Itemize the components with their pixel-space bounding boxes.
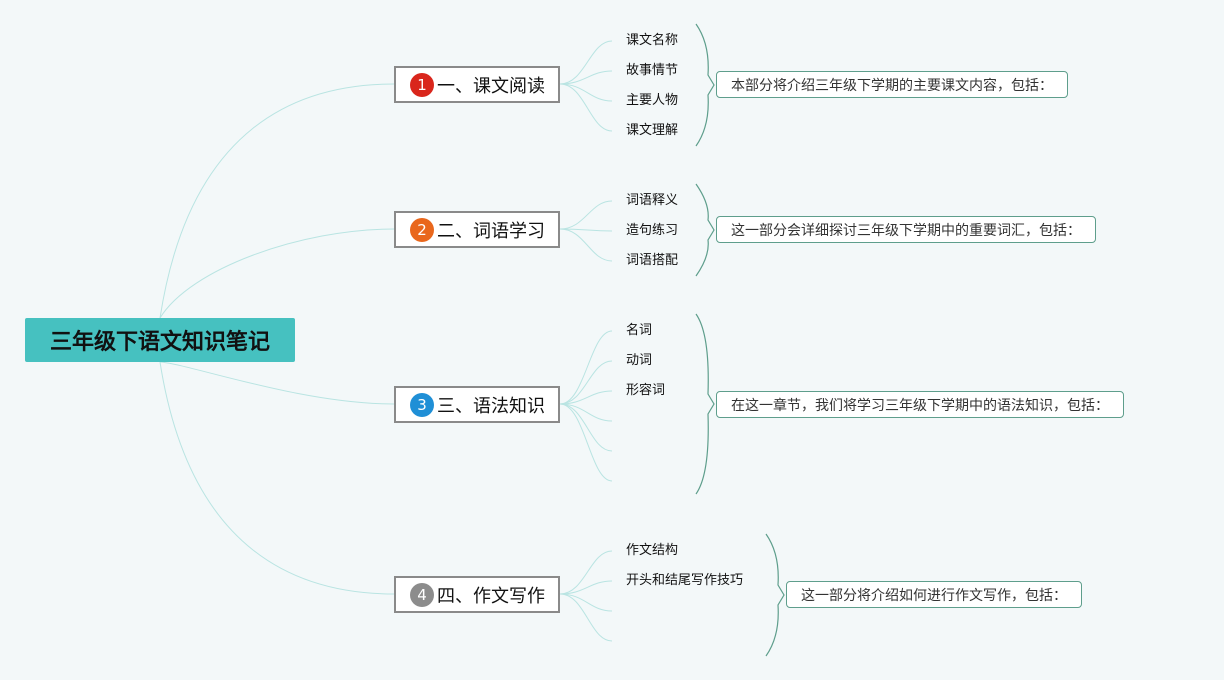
root-connector	[159, 361, 395, 595]
number-badge-3-icon: 3	[410, 392, 434, 417]
leaf-topic[interactable]: 名词	[626, 323, 653, 338]
summary-callout-3[interactable]: 在这一章节，我们将学习三年级下学期中的语法知识，包括：	[716, 391, 1124, 418]
leaf-topic[interactable]: 形容词	[626, 383, 666, 398]
branch-topic-1-label: 一、课文阅读	[437, 75, 545, 97]
leaf-connector	[559, 593, 613, 642]
leaf-connector	[559, 228, 613, 262]
summary-text: 这一部分会详细探讨三年级下学期中的重要词汇，包括：	[731, 222, 1081, 239]
number-badge-4-icon: 4	[410, 582, 434, 607]
root-connector	[159, 83, 395, 319]
leaf-connector	[559, 403, 613, 422]
root-topic-label: 三年级下语文知识笔记	[49, 330, 270, 355]
leaf-topic[interactable]: 开头和结尾写作技巧	[626, 573, 744, 588]
leaf-connector	[559, 593, 613, 612]
summary-brace	[765, 533, 785, 657]
summary-brace	[695, 313, 715, 495]
leaf-connector	[559, 83, 613, 102]
leaf-topic[interactable]: 课文理解	[626, 123, 679, 138]
summary-callout-2[interactable]: 这一部分会详细探讨三年级下学期中的重要词汇，包括：	[716, 216, 1096, 243]
leaf-topic[interactable]: 词语释义	[626, 193, 679, 208]
leaf-connector	[559, 200, 613, 230]
branch-topic-4-label: 四、作文写作	[437, 585, 545, 607]
branch-topic-2-label: 二、词语学习	[437, 220, 545, 242]
root-connector	[159, 228, 395, 319]
leaf-topic[interactable]: 主要人物	[626, 93, 679, 108]
summary-brace	[695, 23, 715, 147]
leaf-connector	[559, 390, 613, 405]
leaf-topic[interactable]: 故事情节	[626, 63, 679, 78]
branch-topic-3-label: 三、语法知识	[437, 395, 545, 417]
leaf-topic[interactable]: 课文名称	[626, 33, 679, 48]
branch-topic-4[interactable]: 4 四、作文写作	[394, 576, 560, 613]
summary-text: 本部分将介绍三年级下学期的主要课文内容，包括：	[731, 77, 1053, 94]
leaf-connector	[559, 83, 613, 132]
leaf-connector	[559, 403, 613, 482]
branch-topic-3[interactable]: 3 三、语法知识	[394, 386, 560, 423]
leaf-topic[interactable]: 作文结构	[626, 543, 679, 558]
leaf-connector	[559, 360, 613, 405]
leaf-topic[interactable]: 词语搭配	[626, 253, 679, 268]
leaf-connector	[559, 580, 613, 595]
leaf-connector	[559, 330, 613, 405]
leaf-connector	[559, 550, 613, 595]
branch-topic-1[interactable]: 1 一、课文阅读	[394, 66, 560, 103]
summary-callout-4[interactable]: 这一部分将介绍如何进行作文写作，包括：	[786, 581, 1082, 608]
leaf-connector	[559, 228, 613, 232]
leaf-topic[interactable]: 造句练习	[626, 223, 679, 238]
summary-text: 在这一章节，我们将学习三年级下学期中的语法知识，包括：	[731, 397, 1109, 414]
number-badge-2-icon: 2	[410, 217, 434, 242]
summary-text: 这一部分将介绍如何进行作文写作，包括：	[801, 587, 1067, 604]
branch-topic-2[interactable]: 2 二、词语学习	[394, 211, 560, 248]
number-badge-1-icon: 1	[410, 72, 434, 97]
root-connector	[159, 361, 395, 405]
summary-callout-1[interactable]: 本部分将介绍三年级下学期的主要课文内容，包括：	[716, 71, 1068, 98]
leaf-connector	[559, 40, 613, 85]
leaf-topic[interactable]: 动词	[626, 353, 653, 368]
leaf-connector	[559, 70, 613, 85]
leaf-connector	[559, 403, 613, 452]
summary-brace	[695, 183, 715, 277]
root-topic[interactable]: 三年级下语文知识笔记	[25, 318, 295, 362]
